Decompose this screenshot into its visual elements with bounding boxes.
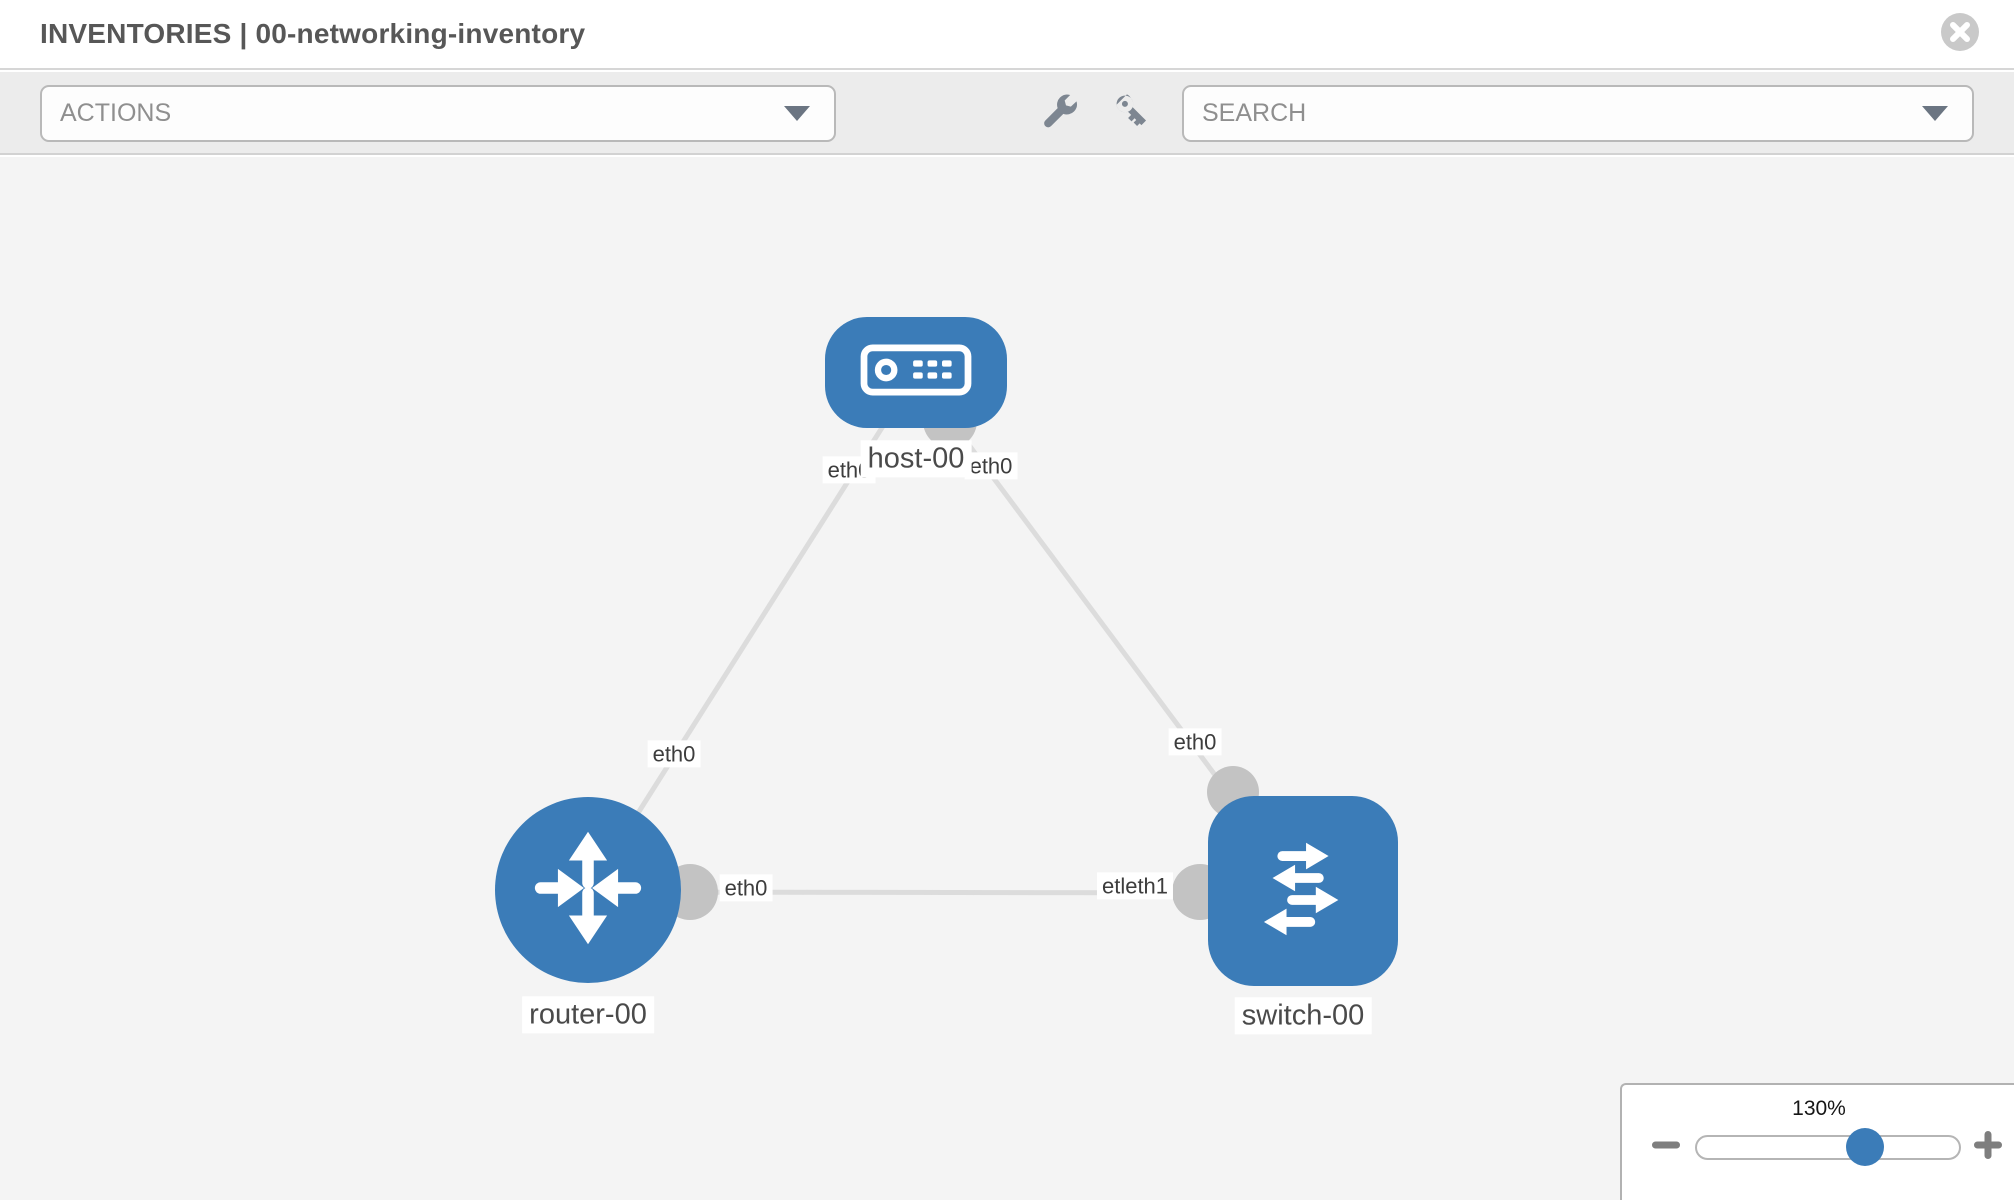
- toolbar: ACTIONS: [0, 72, 2014, 155]
- search-dropdown-label: SEARCH: [1202, 99, 1307, 127]
- topology-edges: [585, 372, 1306, 920]
- exchange-arrows-icon: [1242, 828, 1364, 955]
- interface-label: etleth1: [1096, 872, 1174, 900]
- node-host-00[interactable]: [825, 317, 1007, 428]
- interface-label: eth0: [964, 452, 1018, 480]
- node-label-host: host-00: [860, 440, 972, 478]
- credentials-button[interactable]: [1112, 94, 1152, 134]
- zoom-controls: [1622, 1128, 2014, 1166]
- key-icon: [1112, 91, 1152, 136]
- zoom-panel: 130%: [1620, 1083, 2014, 1200]
- minus-icon: [1652, 1131, 1680, 1164]
- node-router-00[interactable]: [495, 797, 681, 983]
- toolbar-tools: [1040, 72, 1152, 155]
- zoom-slider[interactable]: [1695, 1128, 1961, 1166]
- header: INVENTORIES | 00-networking-inventory: [0, 0, 2014, 70]
- server-icon: [860, 344, 972, 401]
- close-icon: [1940, 12, 1980, 57]
- zoom-in-button[interactable]: [1974, 1131, 2002, 1164]
- node-switch-00[interactable]: [1208, 796, 1398, 986]
- close-button[interactable]: [1940, 12, 1980, 57]
- configure-button[interactable]: [1040, 94, 1080, 134]
- interface-label: eth0: [719, 874, 773, 902]
- wrench-icon: [1040, 91, 1080, 136]
- chevron-down-icon: [1922, 106, 1948, 121]
- topology-canvas[interactable]: eth0 eth0 eth0 eth0 eth0 etleth1 host-00…: [0, 157, 2014, 1200]
- zoom-slider-thumb[interactable]: [1845, 1128, 1884, 1166]
- node-label-router: router-00: [522, 996, 654, 1034]
- zoom-level: 130%: [1792, 1097, 1846, 1120]
- interface-label: eth0: [647, 740, 701, 768]
- actions-dropdown[interactable]: ACTIONS: [40, 85, 836, 142]
- route-arrows-icon: [524, 824, 652, 957]
- interface-label: eth0: [1168, 728, 1222, 756]
- page-title: INVENTORIES | 00-networking-inventory: [40, 18, 586, 49]
- search-dropdown[interactable]: SEARCH: [1182, 85, 1974, 142]
- chevron-down-icon: [784, 106, 810, 121]
- node-label-switch: switch-00: [1234, 997, 1372, 1035]
- plus-icon: [1974, 1131, 2002, 1164]
- actions-dropdown-label: ACTIONS: [60, 99, 172, 127]
- zoom-out-button[interactable]: [1652, 1131, 1680, 1164]
